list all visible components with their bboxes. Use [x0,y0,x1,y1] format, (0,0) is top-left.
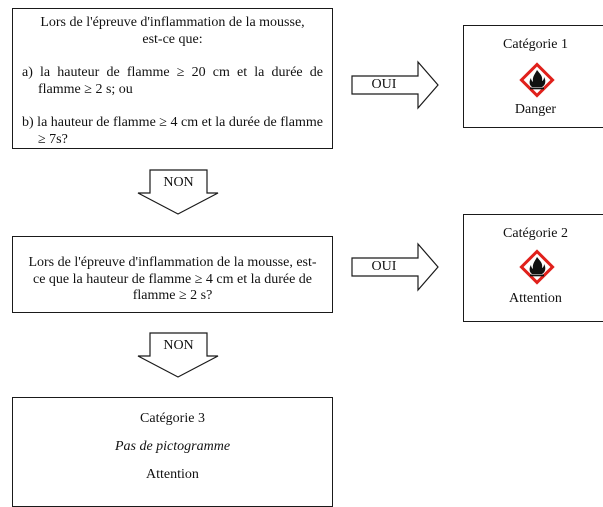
category-3-box: Catégorie 3 Pas de pictogramme Attention [12,397,333,507]
question-1-option-a: a) la hauteur de flamme ≥ 20 cm et la du… [22,65,323,97]
question-1-option-b: b) la hauteur de flamme ≥ 4 cm et la dur… [22,115,323,147]
flame-icon [519,249,555,285]
no-arrow-1 [137,169,219,215]
category-3-pictogram-note: Pas de pictogramme [114,439,231,454]
category-1-title: Catégorie 1 [503,37,568,52]
category-2-title: Catégorie 2 [503,226,568,241]
question-1-intro: Lors de l'épreuve d'inflammation de la m… [40,15,305,47]
category-1-signal-word: Danger [514,102,557,117]
yes-label-2: OUI [371,259,397,274]
question-box-2: Lors de l'épreuve d'inflammation de la m… [12,236,333,313]
yes-arrow-2 [351,242,439,292]
no-label-2: NON [163,338,194,353]
question-box-1: Lors de l'épreuve d'inflammation de la m… [12,8,333,149]
yes-arrow-1 [351,60,439,110]
question-2-text: Lors de l'épreuve d'inflammation de la m… [28,255,317,303]
no-arrow-2 [137,332,219,378]
category-2-box: Catégorie 2 Attention [463,214,603,322]
category-3-title: Catégorie 3 [140,411,205,426]
flame-icon [519,62,555,98]
no-label-1: NON [163,175,194,190]
yes-label-1: OUI [371,77,397,92]
category-1-box: Catégorie 1 Danger [463,25,603,128]
category-2-signal-word: Attention [509,291,562,306]
category-3-signal-word: Attention [146,467,199,482]
